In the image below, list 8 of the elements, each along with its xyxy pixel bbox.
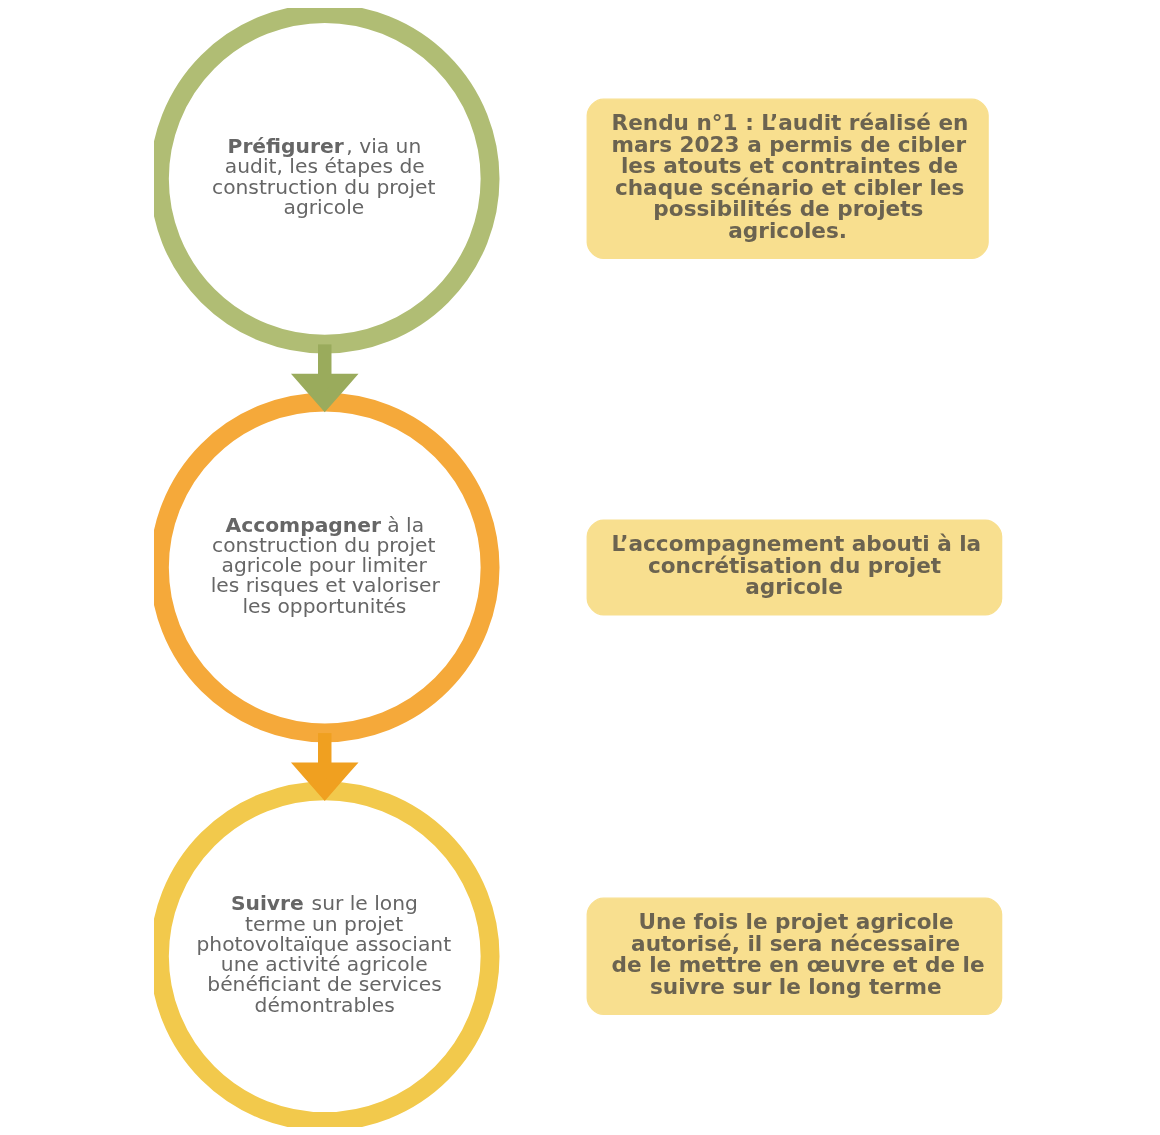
node-circle: Préfigurer, via un audit, les étapes de construction du projet agricole [153,8,499,354]
arrow [290,344,358,413]
node-circle: Suivre sur le long terme un projet photovoltaïque associant une activité agricole bénéficiant de services démontrables [153,781,499,1127]
arrow [290,733,358,801]
node-circle: Accompagner à la construction du projet agricole pour limiter les risques et valoriser les opportunités [153,392,499,743]
node-box: L’accompagnement abouti à la concrétisation du projet agricole [586,519,1002,616]
node-box: Une fois le projet agricole autorisé, il sera nécessaire de le mettre en œuvre et de le suivre sur le long terme [586,897,1002,1015]
node-box: Rendu n°1 : L’audit réalisé en mars 2023 a permis de cibler les atouts et contraintes de chaque scénario et cibler les possibilités de projets agricoles. [586,98,989,260]
